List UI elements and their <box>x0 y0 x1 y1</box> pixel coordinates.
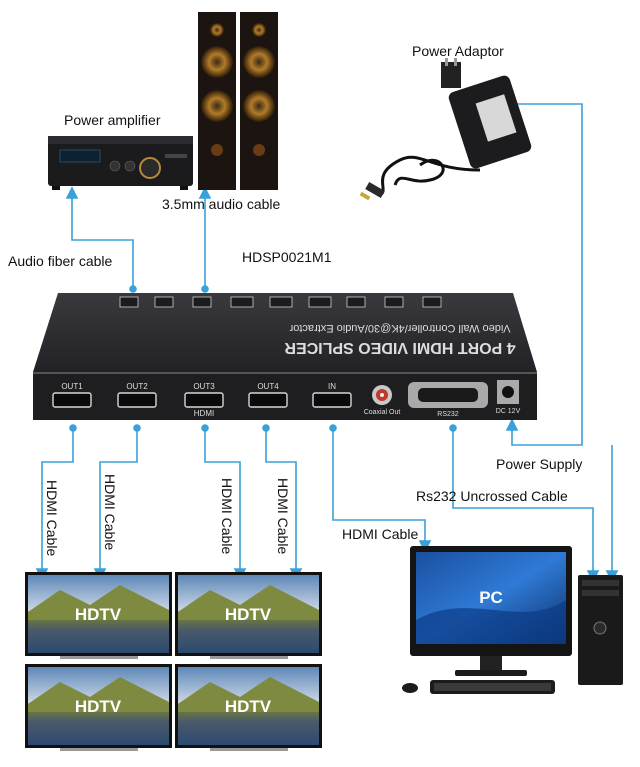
hdmi-out2-line <box>99 428 138 571</box>
hdmi-out4-cable-label: HDMI Cable <box>275 478 291 555</box>
audio-fiber-cable-label: Audio fiber cable <box>8 253 113 269</box>
model-label: HDSP0021M1 <box>242 249 332 265</box>
power-adaptor-label: Power Adaptor <box>412 43 504 59</box>
hdmi-out3-cable-label: HDMI Cable <box>219 478 235 555</box>
hdmi-out1-cable-label: HDMI Cable <box>44 480 60 557</box>
tv-2 <box>175 572 322 659</box>
tv-4 <box>175 664 322 751</box>
splicer-device <box>33 293 537 420</box>
hdmi-out3-line <box>204 428 241 571</box>
port-label-out4: OUT4 <box>257 382 279 391</box>
arrow-icon <box>505 418 519 431</box>
pc-label: PC <box>479 588 503 607</box>
device-title: 4 PORT HDMI VIDEO SPLICER <box>284 339 516 356</box>
power-amplifier-label: Power amplifier <box>64 112 161 128</box>
audio-fiber-cable-line <box>71 196 134 288</box>
tv-wall <box>25 572 322 751</box>
port-label-out2: OUT2 <box>126 382 148 391</box>
rs232-cable-line <box>452 428 594 573</box>
port-label-out3: OUT3 <box>193 382 215 391</box>
port-label-in: IN <box>328 382 336 391</box>
speakers <box>198 12 278 190</box>
hdmi-input-line <box>332 428 426 543</box>
hdmi-out2-cable-label: HDMI Cable <box>102 474 118 551</box>
coaxial-label: Coaxial Out <box>364 409 401 416</box>
port-label-out1: OUT1 <box>61 382 83 391</box>
arrow-icon <box>198 186 212 199</box>
power-adaptor-line <box>508 103 583 446</box>
hdmi-input-cable-label: HDMI Cable <box>342 526 419 542</box>
device-subtitle: Video Wall Controller/4K@30/Audio Extrac… <box>289 322 510 334</box>
pc-setup <box>402 546 623 694</box>
hdmi-group-label: HDMI <box>194 409 214 418</box>
tv-2-label: HDTV <box>225 605 272 624</box>
rs232-cable-label: Rs232 Uncrossed Cable <box>416 488 568 504</box>
dc-label: DC 12V <box>496 408 521 415</box>
tv-1-label: HDTV <box>75 605 122 624</box>
tv-3 <box>25 664 172 751</box>
tv-3-label: HDTV <box>75 697 122 716</box>
hdmi-out4-line <box>265 428 297 571</box>
tv-4-label: HDTV <box>225 697 272 716</box>
cables <box>35 100 619 583</box>
arrow-icon <box>65 186 79 199</box>
power-amplifier <box>48 136 193 190</box>
power-adaptor <box>359 58 532 201</box>
audio-cable-label: 3.5mm audio cable <box>162 196 281 212</box>
rs232-port-label: RS232 <box>437 411 459 418</box>
hdmi-out1-line <box>41 428 74 571</box>
power-supply-label: Power Supply <box>496 456 583 472</box>
tv-1 <box>25 572 172 659</box>
